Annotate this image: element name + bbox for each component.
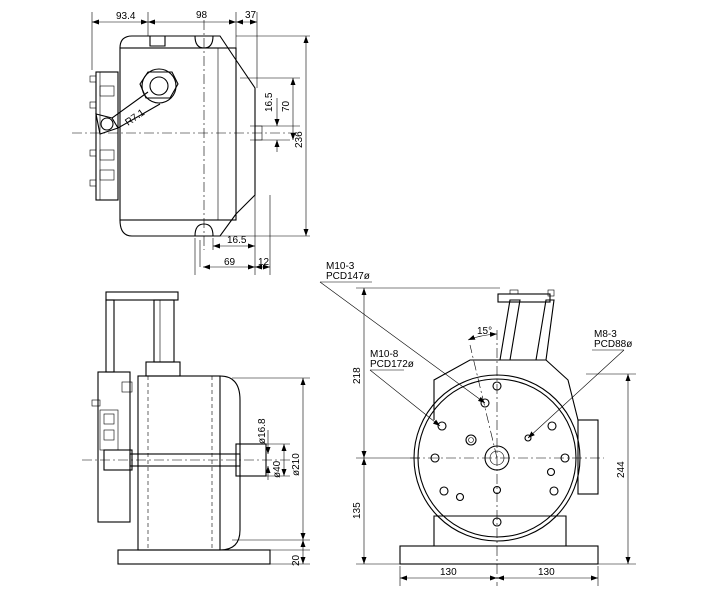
dim-135: 135 <box>352 502 363 519</box>
top-lever-pin <box>100 117 114 131</box>
front-column-right <box>535 299 555 361</box>
side-neck <box>145 361 181 377</box>
dim-130-right: 130 <box>538 567 555 578</box>
dim-r7-1: R7.1 <box>123 107 147 128</box>
dim-16-5-bottom: 16.5 <box>227 235 247 246</box>
callout-pcd147: PCD147ø <box>326 271 370 282</box>
side-column <box>153 299 175 363</box>
top-lever-arm <box>111 91 161 129</box>
callout-pcd172: PCD172ø <box>370 359 414 370</box>
front-angle-line <box>469 344 498 459</box>
front-bolt-holes <box>430 381 570 527</box>
leader-m10-8 <box>369 369 441 427</box>
dim-d210: ø210 <box>291 453 302 476</box>
dim-98: 98 <box>196 10 208 21</box>
front-view: M10-3 PCD147ø M10-8 PCD172ø M8-3 PCD88ø … <box>319 261 636 586</box>
front-column-left <box>499 299 521 361</box>
dim-93-4: 93.4 <box>116 11 136 22</box>
dim-d40: ø40 <box>272 460 283 478</box>
top-body-upper-edge <box>119 35 237 61</box>
dim-70: 70 <box>281 100 292 112</box>
dim-12: 12 <box>258 257 270 268</box>
dim-37: 37 <box>245 10 257 21</box>
side-housing <box>137 375 221 551</box>
dim-69: 69 <box>224 257 236 268</box>
top-switch-block <box>95 71 119 201</box>
front-pedestal <box>433 515 567 546</box>
side-housing-curve <box>219 375 241 551</box>
callout-angle-15: 15° <box>477 326 492 337</box>
dim-16-5-top: 16.5 <box>264 92 275 112</box>
dim-236: 236 <box>294 131 305 148</box>
dim-130-left: 130 <box>440 567 457 578</box>
dim-d16-8: ø16.8 <box>257 418 268 444</box>
top-lever-plate <box>139 71 179 99</box>
dim-20: 20 <box>291 554 302 566</box>
dim-244: 244 <box>616 461 627 478</box>
top-view: 93.4 98 37 16.5 70 236 16.5 69 12 R7.1 <box>72 10 310 275</box>
dim-218: 218 <box>352 367 363 384</box>
top-body-lower-edge <box>119 213 237 237</box>
side-top-bracket <box>105 291 179 301</box>
top-lug-1 <box>149 36 166 47</box>
callout-m10-8: M10-8 <box>370 349 399 360</box>
front-housing <box>433 359 579 421</box>
side-view: ø16.8 ø40 ø210 20 <box>82 291 310 566</box>
front-side-block <box>577 419 599 495</box>
leader-m8-3 <box>527 349 625 439</box>
callout-m8-3: M8-3 <box>594 329 617 340</box>
top-body <box>119 47 237 221</box>
top-body-right-edge <box>235 59 256 215</box>
side-base-plate <box>117 549 271 565</box>
callout-pcd88: PCD88ø <box>594 339 632 350</box>
front-top-bracket <box>497 293 551 303</box>
callout-m10-3: M10-3 <box>326 261 355 272</box>
front-base-plate <box>399 545 599 565</box>
side-switch-assembly <box>97 371 131 523</box>
leader-m10-3 <box>319 281 486 404</box>
top-lever-hub <box>141 68 177 104</box>
